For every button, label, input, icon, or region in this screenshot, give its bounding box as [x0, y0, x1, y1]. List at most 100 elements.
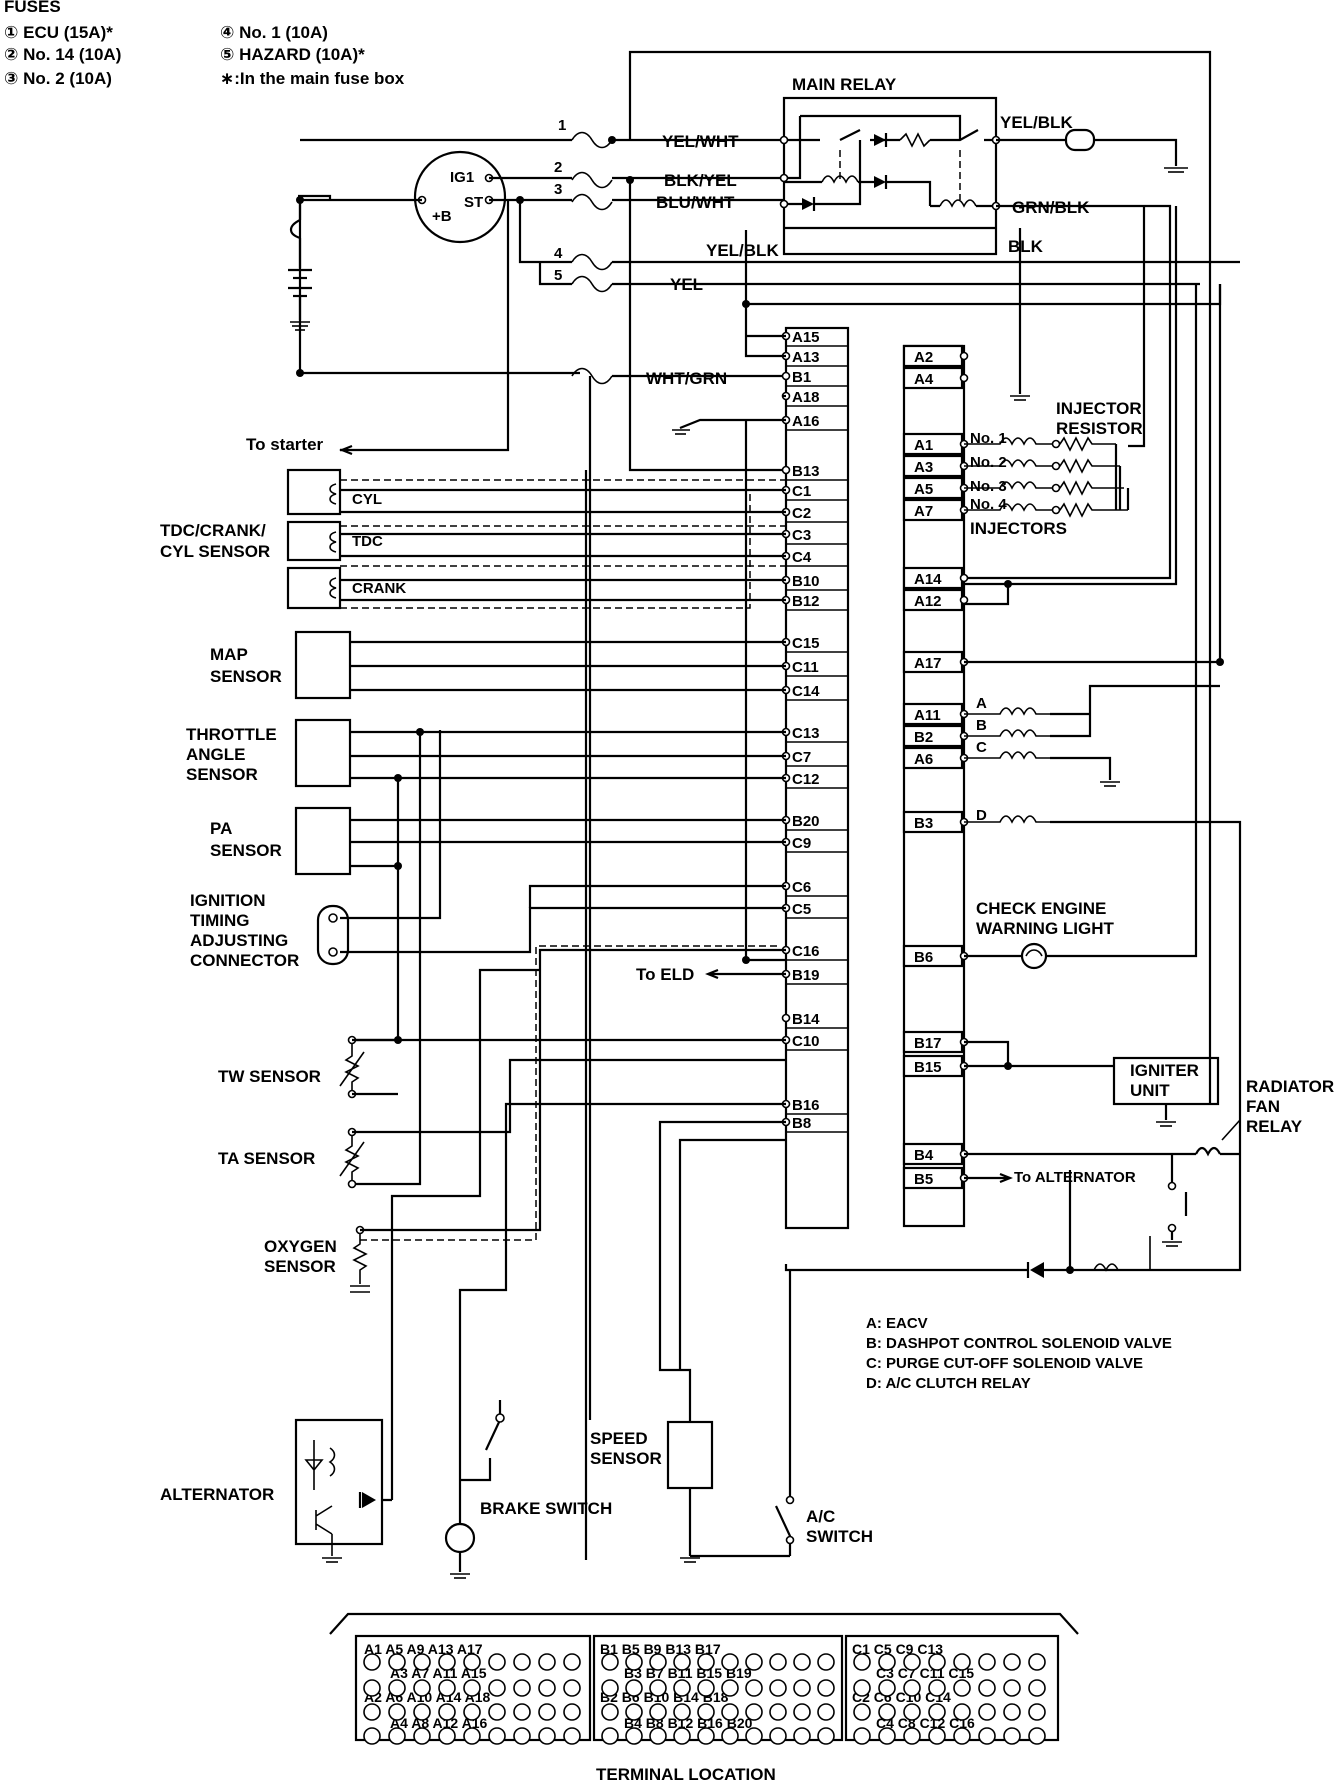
- terminal-pin-circle: [817, 1653, 835, 1671]
- ecu-terminal-label: B16: [792, 1097, 820, 1114]
- ignition-switch: IG1 ST +B: [413, 150, 507, 244]
- ecu-terminal-pin: [959, 595, 969, 605]
- terminal-pin-circle: [413, 1679, 431, 1697]
- terminal-pin-circle: [1003, 1679, 1021, 1697]
- radiator-fan-label-3: RELAY: [1246, 1117, 1303, 1136]
- ecu-terminal-label: A2: [914, 349, 933, 366]
- ecu-terminal-label: A13: [792, 349, 820, 366]
- speed-sensor: SPEED SENSOR: [590, 1120, 790, 1563]
- to-starter-label: To starter: [246, 435, 324, 454]
- fuse-number-1: 1: [558, 117, 566, 134]
- check-engine-label-1: CHECK ENGINE: [976, 899, 1106, 918]
- injector-pin: [1051, 439, 1061, 449]
- ecu-terminal-label: C5: [792, 901, 811, 918]
- ecu-terminal-label: B3: [914, 815, 933, 832]
- solenoid-feed: [1050, 684, 1220, 738]
- brake-switch: BRAKE SWITCH: [444, 1102, 786, 1579]
- ecu-terminal-label: C16: [792, 943, 820, 960]
- solenoid-b-label: B: [976, 717, 987, 734]
- terminal-pin-circle: [769, 1703, 787, 1721]
- supply-wires: [300, 50, 1240, 1104]
- legend-c: C: PURGE CUT-OFF SOLENOID VALVE: [866, 1355, 1143, 1372]
- igniter-unit: IGNITER UNIT: [964, 1040, 1220, 1127]
- fuse-item-2: ② No. 14 (10A): [4, 45, 121, 64]
- ecu-terminal-label: B20: [792, 813, 820, 830]
- pa-sensor-label-1: PA: [210, 819, 232, 838]
- terminal-pin-circle: [745, 1727, 763, 1745]
- legend-a: A: EACV: [866, 1315, 928, 1332]
- terminal-pin-circle: [363, 1727, 381, 1745]
- terminal-pin-circle: [769, 1727, 787, 1745]
- terminal-pin-circles: [363, 1653, 1046, 1745]
- injector-circuit: [964, 502, 1128, 518]
- ecu-terminal-label: A15: [792, 329, 820, 346]
- map-sensor-label-1: MAP: [210, 645, 248, 664]
- igniter-label-1: IGNITER: [1130, 1061, 1199, 1080]
- ecu-terminal-label: A7: [914, 503, 933, 520]
- terminal-pin-circle: [721, 1727, 739, 1745]
- fuse-footnote: ∗:In the main fuse box: [220, 69, 405, 88]
- terminal-pin-circle: [928, 1653, 946, 1671]
- ecu-terminal-label: B19: [792, 967, 820, 984]
- fuse-number-5: 5: [554, 267, 562, 284]
- terminal-pin-circle: [438, 1679, 456, 1697]
- ecu-terminal-label: B17: [914, 1035, 942, 1052]
- terminal-pin-circle: [363, 1653, 381, 1671]
- terminal-pin-circle: [978, 1653, 996, 1671]
- oxygen-sensor-label-2: SENSOR: [264, 1257, 336, 1276]
- tdc-sensor-label-2: CYL SENSOR: [160, 542, 270, 561]
- terminal-pin-circle: [1003, 1703, 1021, 1721]
- pa-sensor-label-2: SENSOR: [210, 841, 282, 860]
- terminal-pin-circle: [601, 1703, 619, 1721]
- radiator-fan-label-1: RADIATOR: [1246, 1077, 1334, 1096]
- ecu-terminal-label: C4: [792, 549, 812, 566]
- terminal-pin-circle: [903, 1727, 921, 1745]
- injector-common-feed: [1114, 206, 1146, 510]
- ignition-timing-connector: IGNITION TIMING ADJUSTING CONNECTOR: [190, 730, 786, 970]
- terminal-pin-circle: [745, 1703, 763, 1721]
- ecu-terminal-pin: [959, 351, 969, 361]
- terminal-pin-circle: [1028, 1679, 1046, 1697]
- ecu-terminal-label: A18: [792, 389, 820, 406]
- terminal-pin-circle: [488, 1653, 506, 1671]
- terminal-pin-circle: [745, 1679, 763, 1697]
- solenoid-circuit: [964, 707, 1050, 716]
- solenoid-circuit: [964, 815, 1050, 824]
- ac-switch: A/C SWITCH: [775, 1270, 873, 1556]
- solenoid-circuits: [964, 684, 1242, 1104]
- terminal-pin-circle: [463, 1703, 481, 1721]
- terminal-pin-circle: [978, 1679, 996, 1697]
- terminal-pin-circle: [463, 1653, 481, 1671]
- tdc-label: TDC: [352, 533, 383, 550]
- terminal-pin-circle: [538, 1679, 556, 1697]
- terminal-pin-circle: [817, 1679, 835, 1697]
- terminal-pin-circle: [413, 1727, 431, 1745]
- ign-connector-label-2: TIMING: [190, 911, 250, 930]
- ecu-terminal-pin: [959, 573, 969, 583]
- solenoid-c-ground: [1050, 756, 1112, 780]
- terminal-pin-circle: [793, 1703, 811, 1721]
- terminal-b-row-1: B1 B5 B9 B13 B17: [600, 1641, 721, 1657]
- cyl-label: CYL: [352, 491, 382, 508]
- check-engine-label-2: WARNING LIGHT: [976, 919, 1114, 938]
- ecu-terminal-label: A6: [914, 751, 933, 768]
- terminal-pin-circle: [903, 1653, 921, 1671]
- terminal-pin-circle: [488, 1727, 506, 1745]
- terminal-pin-circle: [563, 1653, 581, 1671]
- throttle-sensor-label-1: THROTTLE: [186, 725, 277, 744]
- terminal-pin-circle: [673, 1679, 691, 1697]
- solenoid-circuit: [964, 729, 1050, 738]
- igniter-label-2: UNIT: [1130, 1081, 1170, 1100]
- terminal-c-row-1: C1 C5 C9 C13: [852, 1641, 943, 1657]
- ecu-terminal-label: A5: [914, 481, 933, 498]
- ecu-terminal-pin: [781, 1013, 791, 1023]
- ac-clutch-relay-wire: [1050, 820, 1242, 1104]
- terminal-pin-circle: [413, 1653, 431, 1671]
- main-relay-title: MAIN RELAY: [792, 75, 897, 94]
- terminal-pin-circle: [649, 1727, 667, 1745]
- fuse-number-4: 4: [554, 245, 563, 262]
- terminal-pin-circle: [438, 1653, 456, 1671]
- solenoid-d-label: D: [976, 807, 987, 824]
